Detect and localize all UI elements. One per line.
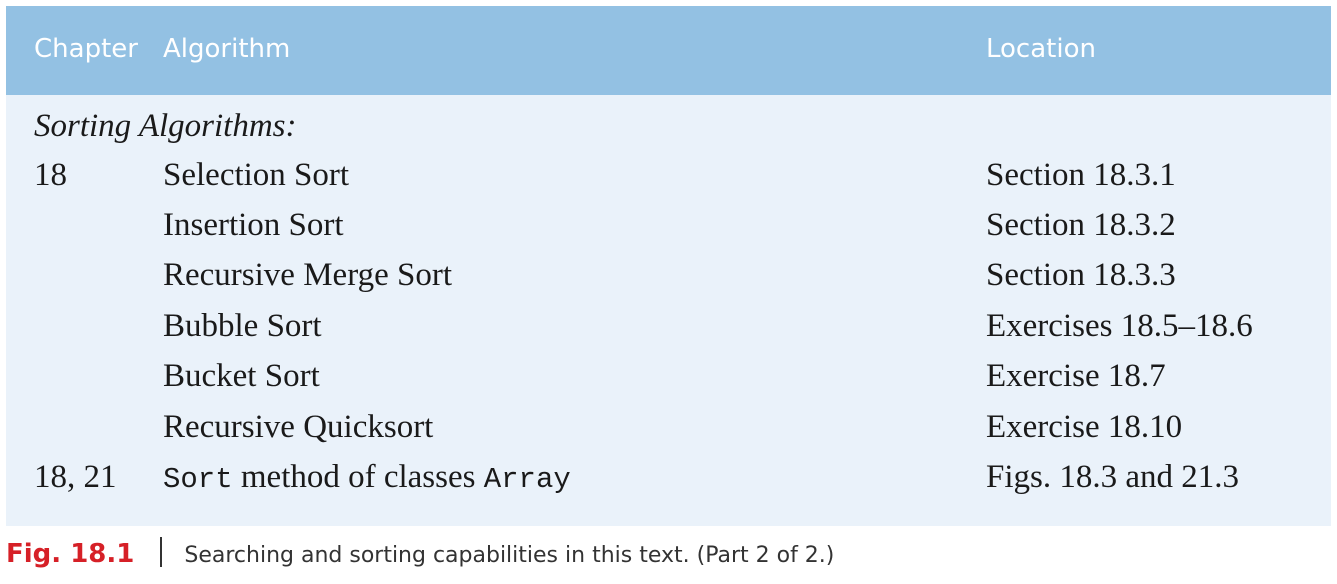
algorithm-cell: Bucket Sort xyxy=(163,358,320,394)
location-cell: Exercises 18.5–18.6 xyxy=(986,308,1253,344)
table-row: Bucket Sort Exercise 18.7 xyxy=(6,356,1331,406)
table-row: Insertion Sort Section 18.3.2 xyxy=(6,205,1331,255)
table-header: Chapter Algorithm Location xyxy=(6,6,1331,95)
caption-divider xyxy=(160,537,163,567)
table-row: 18, 21 Sort method of classes Array Figs… xyxy=(6,457,1331,507)
table-row: Recursive Merge Sort Section 18.3.3 xyxy=(6,255,1331,305)
chapter-cell: 18 xyxy=(34,157,67,193)
algorithm-cell: Recursive Quicksort xyxy=(163,409,434,445)
location-cell: Section 18.3.1 xyxy=(986,157,1176,193)
code-sort: Sort xyxy=(163,463,233,496)
algorithm-cell: Insertion Sort xyxy=(163,207,344,243)
algorithm-cell: Bubble Sort xyxy=(163,308,322,344)
header-chapter: Chapter xyxy=(34,34,138,64)
table-row: 18 Selection Sort Section 18.3.1 xyxy=(6,155,1331,205)
location-cell: Figs. 18.3 and 21.3 xyxy=(986,459,1240,495)
figure-caption: Fig. 18.1 Searching and sorting capabilit… xyxy=(6,537,834,569)
algorithm-text: method of classes xyxy=(232,459,484,495)
code-array: Array xyxy=(483,463,571,496)
section-title: Sorting Algorithms: xyxy=(34,108,297,144)
location-cell: Section 18.3.3 xyxy=(986,257,1176,293)
location-cell: Exercise 18.7 xyxy=(986,358,1166,394)
figure-label: Fig. 18.1 xyxy=(6,539,135,569)
table-row: Recursive Quicksort Exercise 18.10 xyxy=(6,407,1331,457)
algorithm-cell: Selection Sort xyxy=(163,157,350,193)
algorithms-table: Chapter Algorithm Location Sorting Algor… xyxy=(6,6,1331,526)
algorithm-cell: Recursive Merge Sort xyxy=(163,257,452,293)
table-row: Bubble Sort Exercises 18.5–18.6 xyxy=(6,306,1331,356)
location-cell: Section 18.3.2 xyxy=(986,207,1176,243)
chapter-cell: 18, 21 xyxy=(34,459,117,495)
header-location: Location xyxy=(986,34,1096,64)
algorithm-cell: Sort method of classes Array xyxy=(163,457,571,500)
caption-text: Searching and sorting capabilities in th… xyxy=(184,543,835,568)
location-cell: Exercise 18.10 xyxy=(986,409,1183,445)
header-algorithm: Algorithm xyxy=(163,34,291,64)
